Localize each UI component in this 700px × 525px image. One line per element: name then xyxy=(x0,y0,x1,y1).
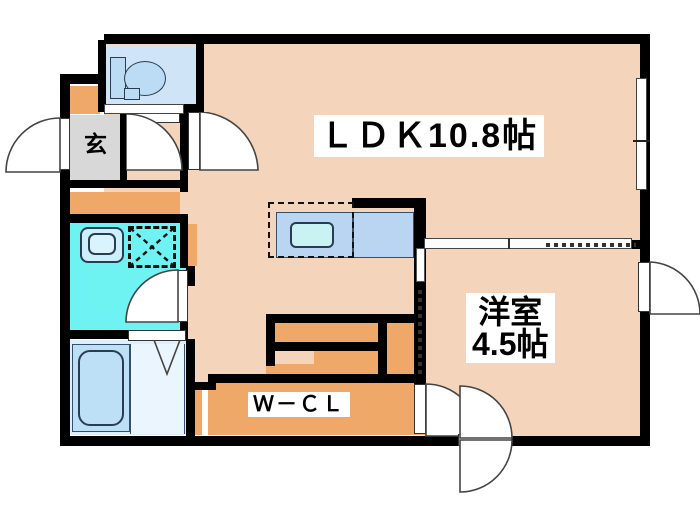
bedroom-label: 洋室 4.5帖 xyxy=(466,293,555,363)
genkan-hall-door-swing xyxy=(126,113,183,171)
bedroom-side-door-swing xyxy=(649,261,700,315)
wall-exterior-top xyxy=(104,34,650,44)
wall-ldk-left-lower xyxy=(186,382,216,390)
toilet-base xyxy=(124,88,140,100)
sliding-door-track-dotted xyxy=(546,243,636,247)
wcl-hanging-rail-dotted xyxy=(418,290,422,374)
ldk-hall-door-swing xyxy=(199,112,259,171)
shoe-closet xyxy=(68,86,100,114)
wall-wcl-mid xyxy=(266,342,386,351)
toilet-door[interactable] xyxy=(104,104,184,114)
wall-washroom-bottom xyxy=(60,330,186,339)
wall-kitchen-counter-top xyxy=(352,198,426,208)
wall-genkan-bottom xyxy=(60,180,188,188)
wall-wcl-right-fin xyxy=(378,314,387,380)
wall-exterior-left-top-jog xyxy=(60,74,106,84)
bathtub-inner xyxy=(78,350,124,426)
wall-bath-right-upper xyxy=(186,266,195,286)
wall-wcl-top xyxy=(266,314,426,323)
wall-exterior-left-upper xyxy=(60,74,70,116)
bath-wash-area xyxy=(131,344,185,434)
wash-basin-bowl xyxy=(88,233,116,255)
kitchen-pass-opening xyxy=(416,248,425,282)
bedroom-exterior-door-swing xyxy=(459,385,513,493)
kitchen-sink xyxy=(290,222,334,248)
kitchen-cabinet-strip xyxy=(70,192,180,216)
wall-kitchen-right xyxy=(180,214,188,268)
wcl-label: Ｗ－ＣＬ xyxy=(248,392,350,417)
entrance-door-swing xyxy=(5,117,61,173)
wall-corridor-bottom xyxy=(60,214,188,223)
bath-folding-door[interactable] xyxy=(128,330,186,341)
bedroom-label-line1: 洋室 xyxy=(478,294,543,330)
wall-wcl-left-fin xyxy=(266,314,275,366)
ldk-window-mullion xyxy=(633,140,650,142)
washing-machine-x-icon xyxy=(129,227,175,267)
washroom-door-swing xyxy=(125,269,179,323)
bath-folding-door-swing xyxy=(153,340,181,376)
bedroom-label-line2: 4.5帖 xyxy=(472,326,549,362)
wall-hall-right xyxy=(180,112,188,192)
wall-toilet-right xyxy=(196,40,204,112)
wall-exterior-right xyxy=(640,34,650,446)
wall-toilet-left xyxy=(98,40,106,112)
wall-genkan-right xyxy=(120,112,127,186)
wall-wcl-bottom xyxy=(216,374,426,383)
sliding-door-panel-divider xyxy=(508,238,510,249)
ldk-label: ＬＤＫ10.8帖 xyxy=(314,115,545,157)
kitchen-hood-dashed xyxy=(268,202,354,258)
ldk-window-east[interactable] xyxy=(636,78,647,190)
bath-floor-divider xyxy=(130,344,132,434)
washing-machine-space xyxy=(128,226,176,268)
wall-exterior-left xyxy=(60,180,70,446)
wall-left-entry-jamb xyxy=(60,168,70,182)
wall-exterior-bottom xyxy=(60,436,650,446)
genkan-label: 玄 xyxy=(84,131,107,157)
wall-wcl-left xyxy=(208,374,216,390)
